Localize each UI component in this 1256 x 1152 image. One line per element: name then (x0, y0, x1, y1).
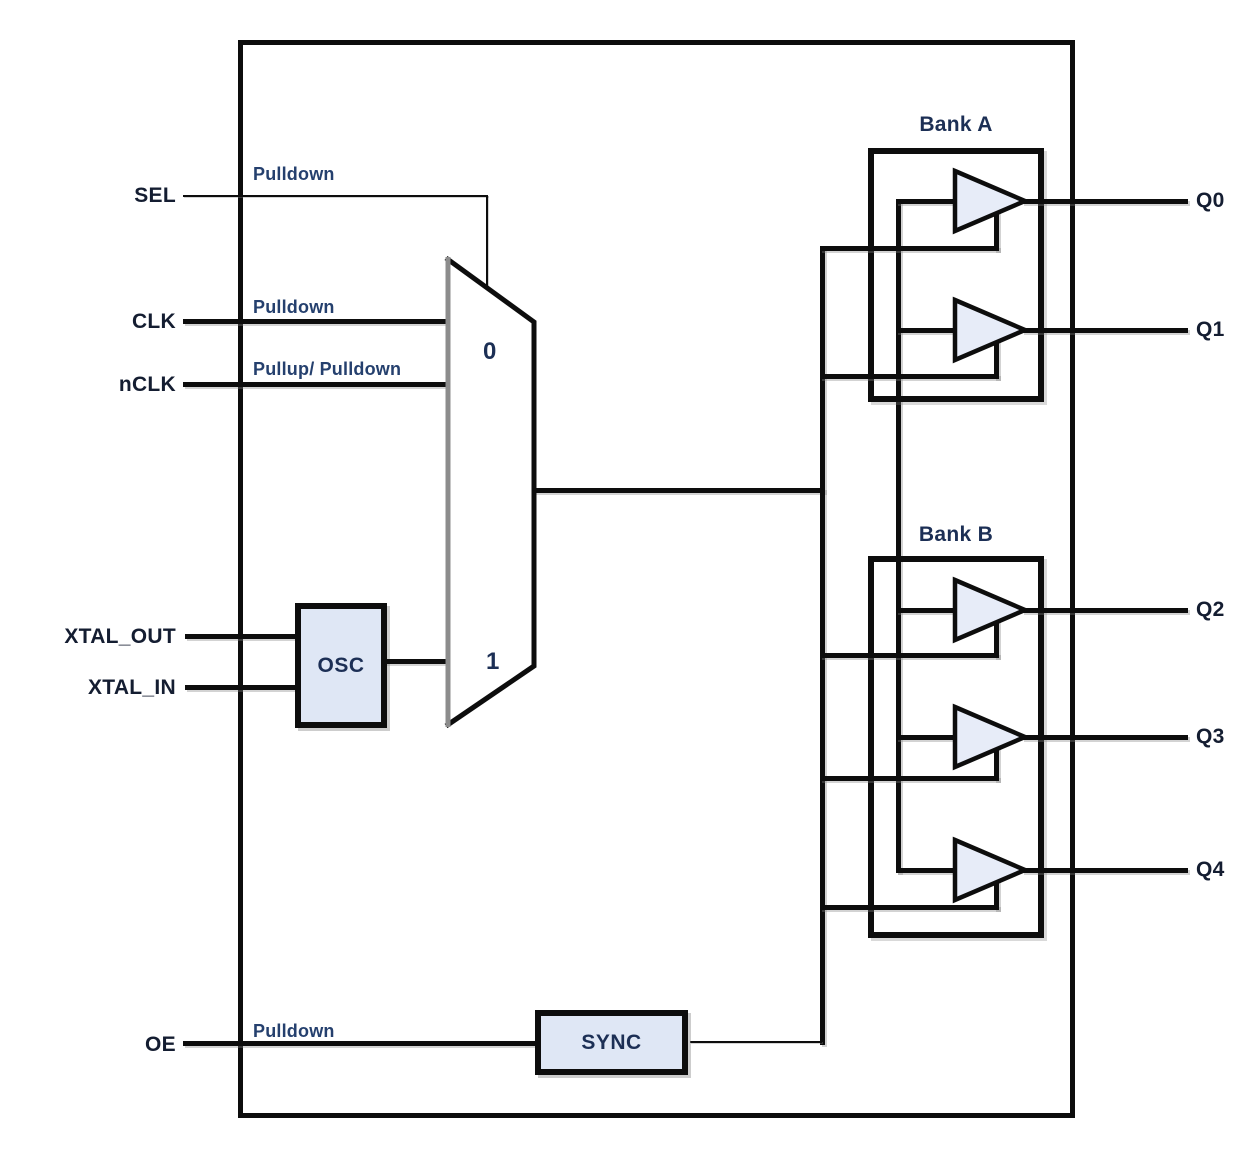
oe-line (183, 1041, 537, 1046)
output-label-q1: Q1 (1196, 318, 1225, 341)
buffer-riser-q3 (994, 745, 999, 781)
clock-trunk-line (820, 246, 825, 1045)
xtal-out-line (185, 634, 298, 639)
nclk-line (183, 382, 448, 387)
pulldown-label-sel: Pulldown (253, 164, 335, 184)
output-label-q0: Q0 (1196, 189, 1225, 212)
osc-output-line (385, 659, 448, 664)
buffer-input-rail (896, 199, 901, 873)
input-label-clk: CLK (131, 310, 176, 333)
buffer-riser-q4 (994, 878, 999, 910)
mux-output-line (534, 488, 825, 493)
chip-outline (238, 40, 1075, 1118)
buffer-loop-q2 (820, 653, 999, 658)
bank-b-label: Bank B (918, 523, 994, 546)
pulldown-label-clk: Pulldown (253, 297, 335, 317)
input-label-xtal-in: XTAL_IN (87, 676, 176, 699)
output-line-q0 (1022, 199, 1188, 204)
input-label-nclk: nCLK (118, 373, 176, 396)
output-line-q4 (1022, 868, 1188, 873)
input-label-oe: OE (145, 1033, 176, 1056)
buffer-input-stub-q0 (896, 199, 958, 204)
buffer-loop-q0 (820, 246, 999, 251)
buffer-loop-q4 (820, 905, 999, 910)
bank-a-box (868, 148, 1044, 402)
output-line-q1 (1022, 328, 1188, 333)
clk-line (183, 319, 448, 324)
buffer-input-stub-q4 (896, 868, 958, 873)
pulldown-label-oe: Pulldown (253, 1021, 335, 1041)
sel-drop-line (486, 195, 488, 290)
buffer-input-stub-q2 (896, 608, 958, 613)
input-label-sel: SEL (134, 184, 176, 207)
buffer-riser-q1 (994, 338, 999, 379)
osc-label: OSC (317, 653, 365, 677)
sel-line (183, 195, 488, 197)
sync-block: SYNC (535, 1010, 688, 1075)
pullup-pulldown-label-nclk: Pullup/ Pulldown (253, 359, 402, 379)
osc-block: OSC (295, 603, 387, 728)
output-label-q2: Q2 (1196, 598, 1225, 621)
buffer-input-stub-q1 (896, 328, 958, 333)
output-label-q3: Q3 (1196, 725, 1225, 748)
xtal-in-line (185, 685, 298, 690)
input-label-xtal-out: XTAL_OUT (64, 625, 176, 648)
buffer-loop-q3 (820, 776, 999, 781)
buffer-riser-q0 (994, 209, 999, 251)
output-line-q3 (1022, 735, 1188, 740)
buffer-input-stub-q3 (896, 735, 958, 740)
buffer-riser-q2 (994, 618, 999, 658)
output-label-q4: Q4 (1196, 858, 1225, 881)
output-line-q2 (1022, 608, 1188, 613)
sync-output-line (690, 1041, 822, 1043)
bank-a-label: Bank A (919, 113, 993, 136)
bank-b-box (868, 556, 1044, 938)
sync-label: SYNC (581, 1030, 642, 1054)
buffer-loop-q1 (820, 374, 999, 379)
